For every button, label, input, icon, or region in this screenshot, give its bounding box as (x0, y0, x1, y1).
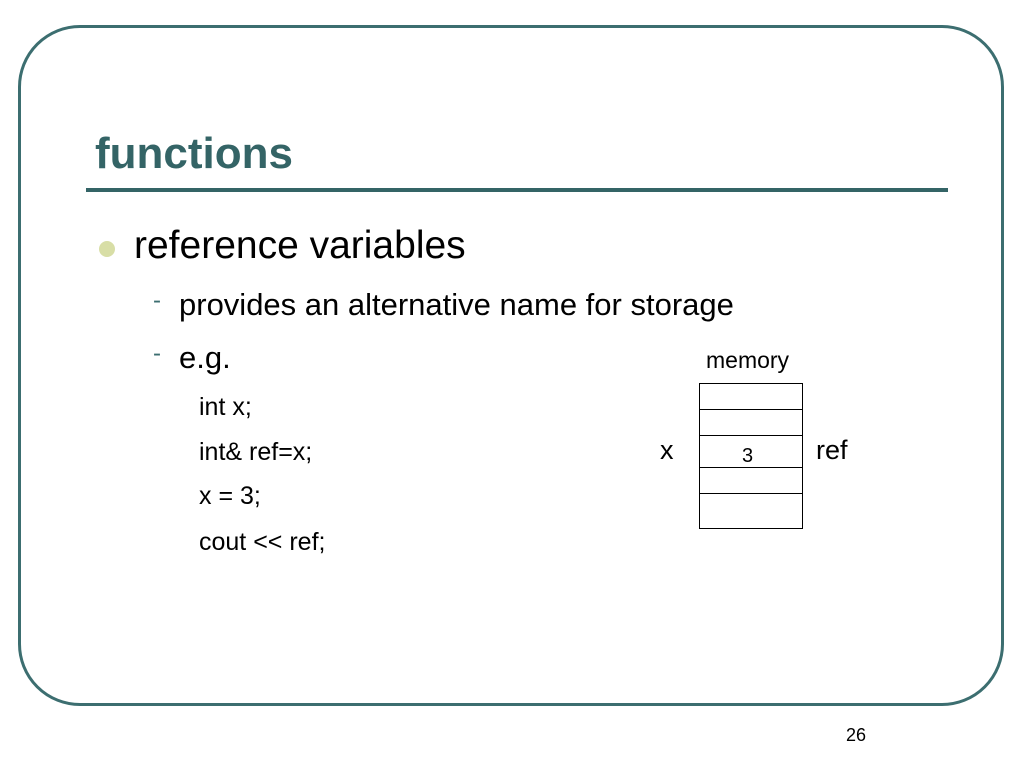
slide-frame (18, 25, 1004, 706)
code-line: cout << ref; (199, 528, 326, 556)
slide-title: functions (95, 129, 293, 178)
dash-icon: - (153, 340, 161, 367)
memory-label: memory (706, 347, 790, 373)
title-underline (86, 188, 948, 192)
memory-cell-value: 3 (742, 445, 754, 467)
dash-icon: - (153, 287, 161, 314)
subbullet-alternative-name: provides an alternative name for storage (179, 287, 734, 322)
code-line: x = 3; (199, 482, 261, 510)
memory-cell-x (700, 436, 802, 468)
label-x: x (660, 435, 674, 465)
page-number: 26 (846, 725, 867, 745)
subbullet-example: e.g. (179, 340, 231, 375)
memory-cell (700, 410, 802, 436)
memory-cell (700, 468, 802, 494)
memory-cell (700, 384, 802, 410)
label-ref: ref (816, 435, 848, 465)
memory-diagram: 3 (699, 383, 803, 529)
code-line: int x; (199, 393, 252, 421)
code-line: int& ref=x; (199, 438, 313, 466)
bullet-reference-variables: reference variables (134, 224, 466, 267)
bullet-dot-icon (99, 241, 115, 257)
